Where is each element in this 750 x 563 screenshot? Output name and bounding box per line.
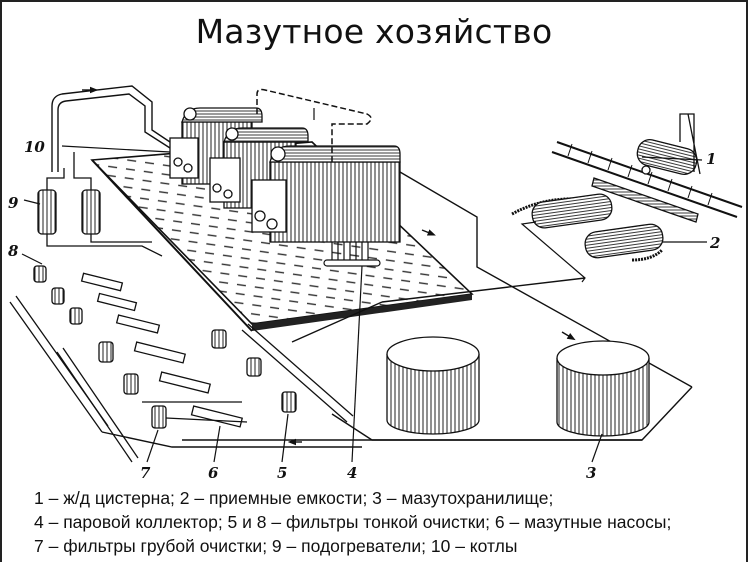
boilers	[169, 107, 401, 243]
callout-7: 7	[140, 464, 151, 482]
steam-collector	[323, 242, 381, 267]
callout-8: 8	[8, 242, 19, 260]
rail-tank-car	[551, 113, 743, 218]
callout-1: 1	[706, 150, 716, 168]
callout-9: 9	[8, 194, 19, 212]
legend-line-1: 1 – ж/д цистерна; 2 – приемные емкости; …	[34, 488, 554, 508]
slide-title: Мазутное хозяйство	[195, 12, 553, 51]
legend-line-3: 7 – фильтры грубой очистки; 9 – подогрев…	[34, 536, 518, 556]
pump-station	[9, 265, 354, 463]
legend: 1 – ж/д цистерна; 2 – приемные емкости; …	[34, 486, 744, 558]
heaters	[37, 152, 163, 257]
callout-10: 10	[24, 138, 45, 156]
receiving-tanks	[511, 177, 699, 283]
callout-6: 6	[208, 464, 219, 482]
callout-4: 4	[347, 464, 357, 482]
boiler-3	[251, 145, 401, 243]
storage-tanks	[386, 336, 650, 437]
heater-supply-pipe	[51, 85, 171, 172]
callout-3: 3	[586, 464, 596, 482]
callout-5: 5	[277, 464, 287, 482]
legend-line-2: 4 – паровой коллектор; 5 и 8 – фильтры т…	[34, 512, 672, 532]
callout-2: 2	[709, 234, 720, 252]
callout-leaders	[21, 145, 707, 463]
transfer-pipes	[101, 171, 693, 448]
fuel-oil-facility-diagram: 1 2 3 4 5 6 7 8 9 10	[8, 85, 743, 482]
